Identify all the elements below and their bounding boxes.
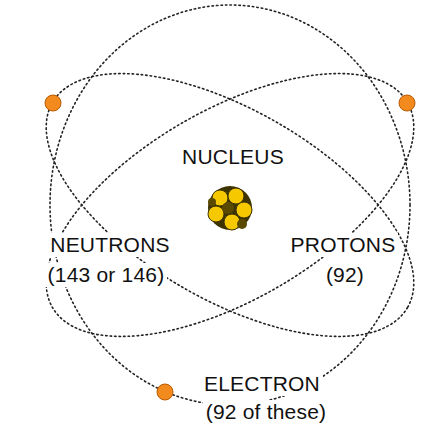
electron-orbit: [5, 20, 431, 390]
electron-orbit: [5, 20, 431, 390]
part-label: PROTONS: [288, 233, 399, 257]
electron-dot: [399, 95, 415, 111]
part-label: NUCLEUS: [179, 145, 287, 169]
part-label: NEUTRONS: [47, 233, 172, 257]
nucleus-ball: [208, 186, 252, 230]
part-label: ELECTRON: [201, 372, 323, 396]
electron-orbit: [50, 5, 410, 405]
part-label: (92 of these): [203, 400, 330, 424]
electron-dot: [45, 95, 61, 111]
part-label: (143 or 146): [45, 263, 168, 287]
part-label: (92): [323, 263, 367, 287]
electron-dot: [157, 384, 173, 400]
